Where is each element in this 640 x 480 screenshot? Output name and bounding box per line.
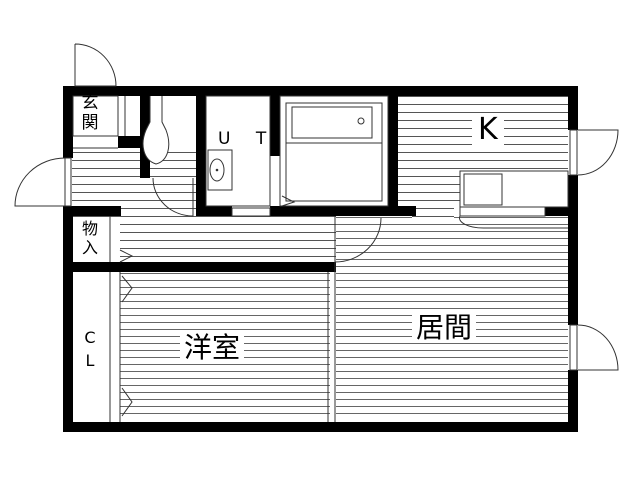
closet-door-bottom — [121, 387, 133, 417]
room-label-western-room: 洋室 — [180, 334, 245, 362]
walls — [63, 86, 578, 432]
room-label-closet: C L — [84, 328, 96, 370]
closet-door-top — [121, 275, 133, 303]
room-label-utility: U T — [218, 129, 277, 149]
room-label-storage: 物 入 — [81, 219, 98, 257]
kitchen-side-door — [577, 129, 619, 176]
room-label-entrance: 玄 関 — [81, 93, 99, 133]
living-door — [334, 217, 382, 263]
room-label-living-room: 居間 — [412, 314, 477, 342]
kitchen-door — [459, 215, 568, 229]
storage-door — [119, 249, 134, 263]
partitions — [72, 95, 569, 422]
doors[interactable] — [14, 43, 619, 417]
toilet-door — [152, 177, 194, 217]
room-label-kitchen: K — [472, 115, 504, 145]
side-door-left — [14, 157, 66, 207]
entrance-door — [74, 43, 117, 87]
living-side-door — [577, 324, 619, 371]
